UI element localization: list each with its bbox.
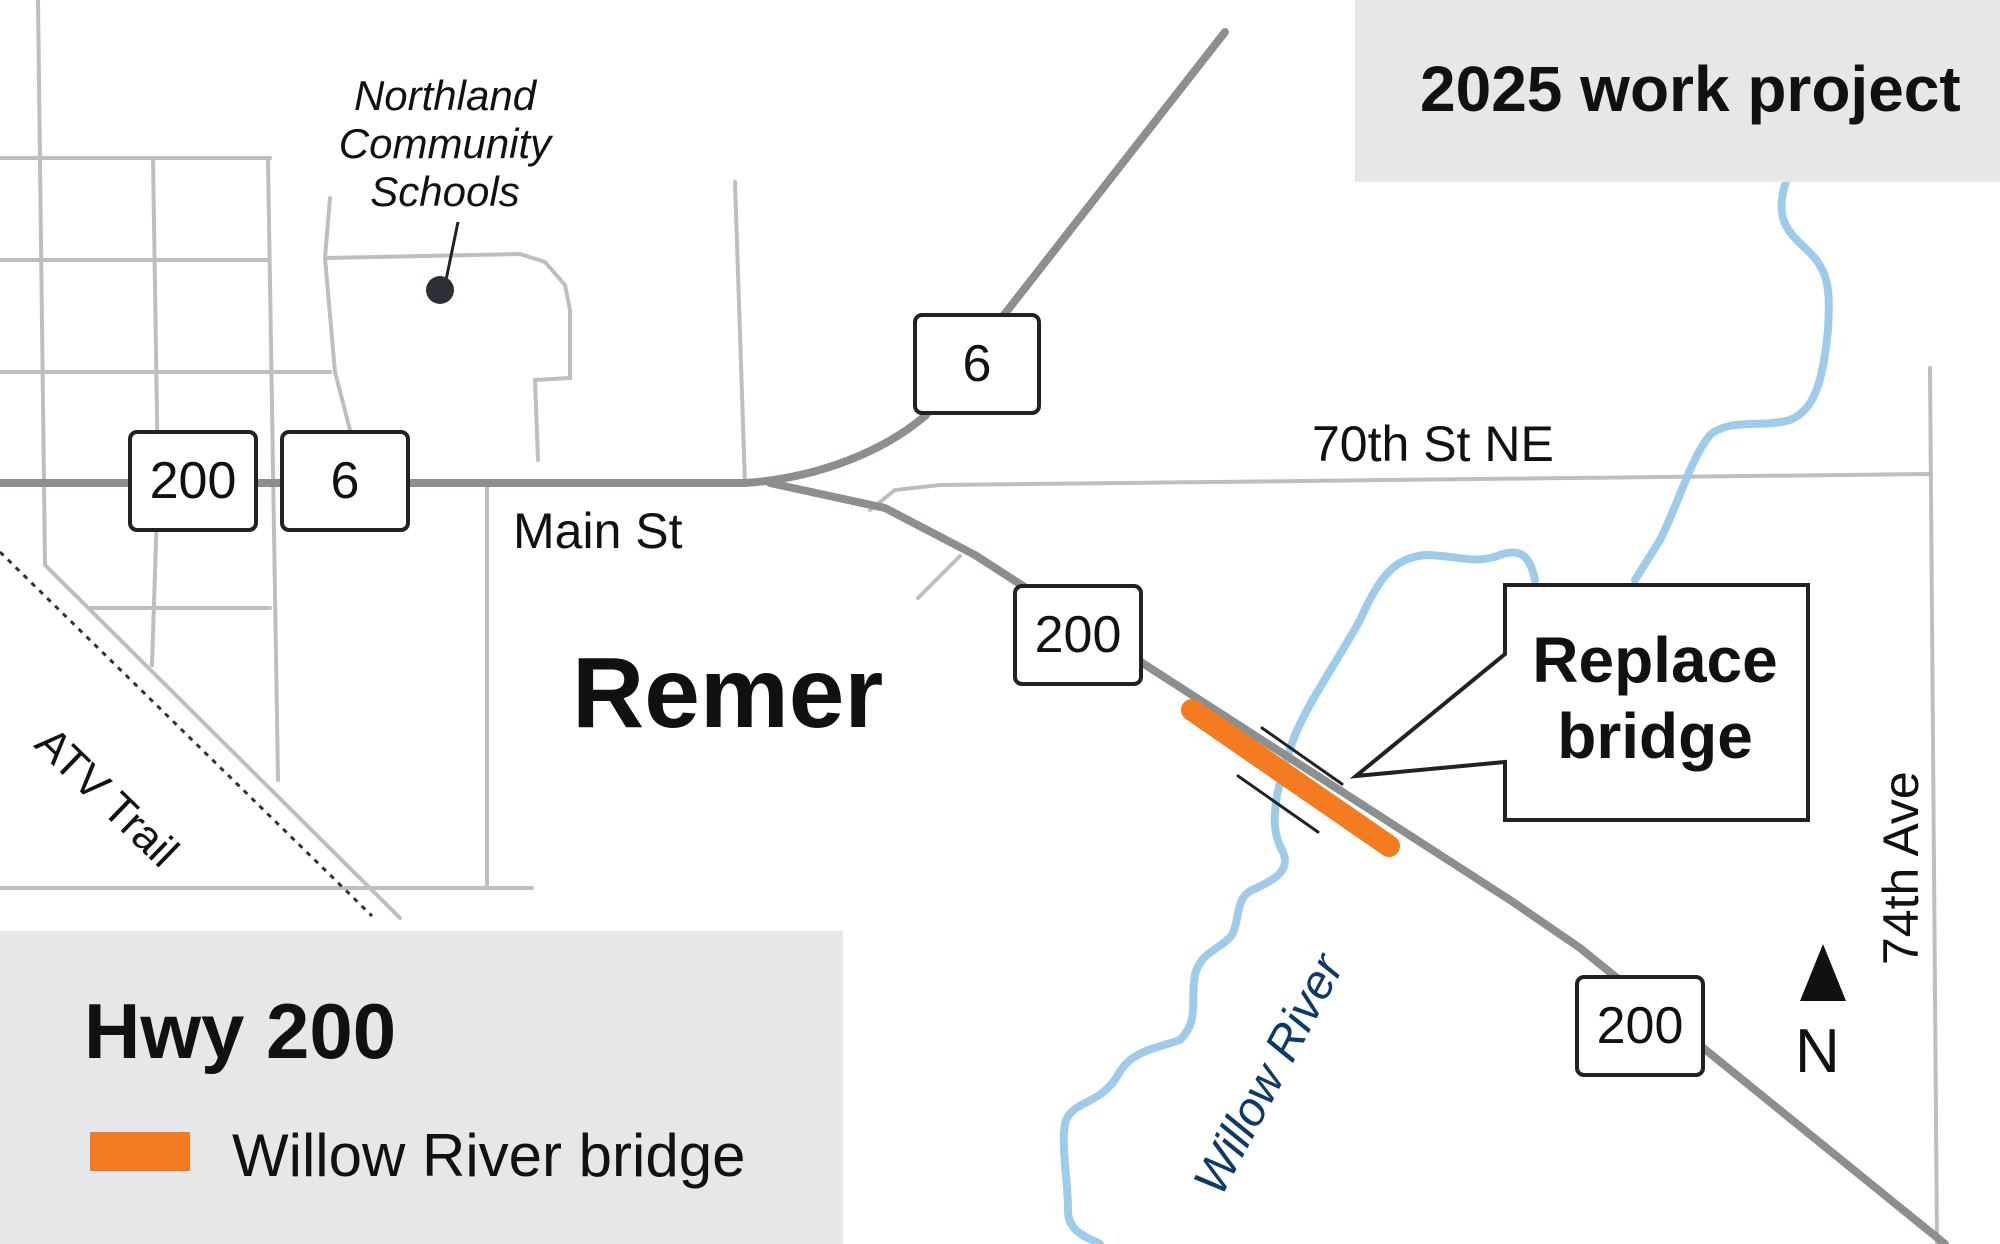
town-label: Remer [572, 637, 884, 749]
hwy-200-shield-south: 200 [1575, 975, 1705, 1077]
hwy-6-shield-west: 6 [280, 430, 410, 532]
title-panel: 2025 work project [1355, 0, 2000, 182]
north-arrow-icon [1800, 944, 1846, 1001]
legend-project-swatch [90, 1132, 190, 1171]
school-label-line-2: Community [338, 120, 552, 167]
school-label: Northland Community Schools [320, 72, 570, 216]
hwy-6-shield-north: 6 [913, 313, 1041, 415]
school-marker [426, 276, 454, 304]
school-label-line-1: Northland [353, 72, 537, 119]
legend-title: Hwy 200 [84, 987, 397, 1075]
school-pointer-line [443, 221, 460, 286]
bridge-rails [1236, 726, 1344, 834]
north-label: N [1795, 1017, 1840, 1086]
callout-line-1: Replace [1532, 624, 1778, 696]
local-streets [0, 0, 1939, 1244]
school-label-line-3: Schools [370, 168, 520, 215]
legend-item-label: Willow River bridge [232, 1122, 746, 1189]
callout-text: Replace bridge [1505, 622, 1805, 774]
legend-panel: Hwy 200 Willow River bridge [0, 931, 843, 1244]
atv-trail-line [0, 550, 374, 918]
hwy-200-shield-west: 200 [128, 430, 258, 532]
74th-ave-label: 74th Ave [1873, 771, 1929, 965]
callout-bubble [1349, 583, 1810, 822]
hwy-200-shield-mid: 200 [1013, 584, 1143, 686]
callout-line-2: bridge [1557, 700, 1753, 772]
willow-river [1059, 178, 1833, 1244]
willow-river-bridge-project [1181, 699, 1400, 857]
map-title: 2025 work project [1420, 53, 1961, 125]
main-st-label: Main St [513, 503, 683, 559]
70th-st-label: 70th St NE [1312, 416, 1554, 472]
